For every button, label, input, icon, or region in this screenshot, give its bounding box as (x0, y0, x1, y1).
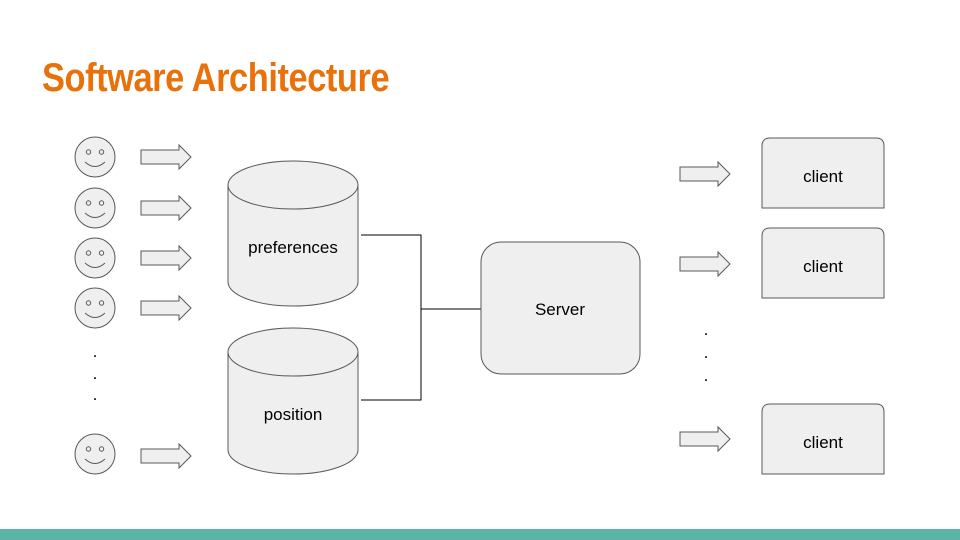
user-arrow-icon-2 (140, 195, 192, 221)
client-ellipsis-dot-2: . (704, 343, 709, 362)
client-ellipsis-dot-3: . (704, 366, 709, 385)
client-box-2: client (761, 227, 885, 299)
client-arrow-icon-3 (679, 426, 731, 452)
user-smiley-icon-5 (74, 433, 116, 475)
user-ellipsis-dot-1: . (93, 342, 98, 361)
user-smiley-icon-3 (74, 237, 116, 279)
preferences-database: preferences (227, 160, 359, 307)
client-arrow-icon-2 (679, 251, 731, 277)
server-label: Server (535, 300, 585, 319)
slide-title: Software Architecture (42, 56, 390, 100)
client-box-3: client (761, 403, 885, 475)
user-arrow-icon-3 (140, 245, 192, 271)
client-label-2: client (803, 257, 843, 276)
client-ellipsis-dot-1: . (704, 320, 709, 339)
position-database: position (227, 327, 359, 475)
user-smiley-icon-1 (74, 136, 116, 178)
user-arrow-icon-5 (140, 443, 192, 469)
user-arrow-icon-4 (140, 295, 192, 321)
server-box: Server (480, 241, 641, 375)
footer-accent-bar (0, 529, 960, 540)
user-ellipsis-dot-2: . (93, 364, 98, 383)
client-label-3: client (803, 433, 843, 452)
client-label-1: client (803, 167, 843, 186)
db-server-connector (361, 234, 481, 401)
user-smiley-icon-2 (74, 187, 116, 229)
user-ellipsis-dot-3: . (93, 385, 98, 404)
position-label: position (264, 405, 323, 424)
client-arrow-icon-1 (679, 161, 731, 187)
user-arrow-icon-1 (140, 144, 192, 170)
client-box-1: client (761, 137, 885, 209)
user-smiley-icon-4 (74, 287, 116, 329)
preferences-label: preferences (248, 238, 338, 257)
